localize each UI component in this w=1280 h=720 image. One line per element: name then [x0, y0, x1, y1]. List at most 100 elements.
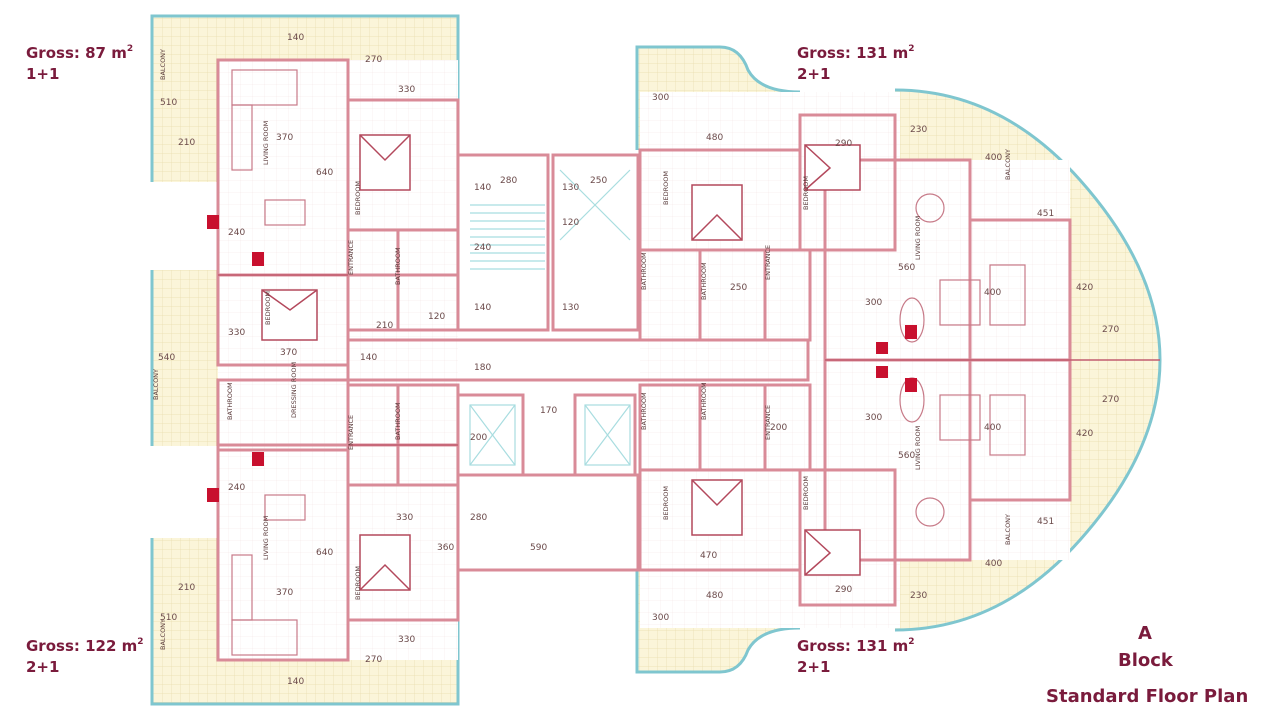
dim-510-sw: 510 — [160, 613, 177, 623]
room-bath-ne: BATHROOM — [700, 262, 708, 300]
dim-560-se: 560 — [898, 451, 915, 461]
dim-140-sw: 140 — [287, 677, 304, 687]
room-bath-ne2: BATHROOM — [640, 252, 648, 290]
dim-240-stair: 240 — [474, 243, 491, 253]
balcony-w — [152, 270, 218, 446]
dim-210-nw: 210 — [178, 138, 195, 148]
unit-ne-type: 2+1 — [797, 65, 831, 83]
dim-200-core: 200 — [470, 433, 487, 443]
room-balcony-se: BALCONY — [1004, 514, 1012, 545]
dim-400-se: 400 — [985, 559, 1002, 569]
dim-420-ne: 420 — [1076, 283, 1093, 293]
dim-280-core: 280 — [470, 513, 487, 523]
room-entrance-sw: ENTRANCE — [347, 415, 355, 450]
dim-140-nw: 140 — [287, 33, 304, 43]
dim-290-ne: 290 — [835, 139, 852, 149]
unit-ne-gross: Gross: 131 m2 — [797, 44, 915, 62]
dim-290-se: 290 — [835, 585, 852, 595]
beds — [261, 134, 861, 591]
unit-se-gross: Gross: 131 m2 — [797, 637, 915, 655]
dim-300-ne-k: 300 — [865, 298, 882, 308]
room-living-ne: LIVING ROOM — [914, 216, 922, 260]
dim-270-sw: 270 — [365, 655, 382, 665]
room-entrance-se: ENTRANCE — [764, 405, 772, 440]
dim-200-se-b: 200 — [770, 423, 787, 433]
dim-140-c: 140 — [360, 353, 377, 363]
dim-330-sw: 330 — [398, 635, 415, 645]
dim-470-se: 470 — [700, 551, 717, 561]
dim-300-se-k: 300 — [865, 413, 882, 423]
unit-sw-type: 2+1 — [26, 658, 60, 676]
dim-140-stair: 140 — [474, 183, 491, 193]
dim-640-sw: 640 — [316, 548, 333, 558]
room-bedroom-ne2: BEDROOM — [802, 176, 810, 210]
dim-240-sw: 240 — [228, 483, 245, 493]
plan-title: Standard Floor Plan — [1046, 686, 1249, 707]
dim-330-w: 330 — [228, 328, 245, 338]
room-balcony-nw: BALCONY — [159, 49, 167, 80]
dim-420-se: 420 — [1076, 429, 1093, 439]
room-bedroom-nw: BEDROOM — [354, 181, 362, 215]
stairs — [469, 169, 631, 466]
room-bedroom-w: BEDROOM — [264, 291, 272, 325]
dim-370-sw: 370 — [276, 588, 293, 598]
room-entrance-nw: ENTRANCE — [347, 240, 355, 275]
dim-300-se: 300 — [652, 613, 669, 623]
unit-nw-type: 1+1 — [26, 65, 60, 83]
room-bath-sw: BATHROOM — [394, 402, 402, 440]
dim-540-w: 540 — [158, 353, 175, 363]
room-bedroom-se: BEDROOM — [662, 486, 670, 520]
dim-130-stair2: 130 — [562, 303, 579, 313]
dim-400-ne: 400 — [985, 153, 1002, 163]
dim-240-nw: 240 — [228, 228, 245, 238]
dim-130-stair: 130 — [562, 183, 579, 193]
dim-370-w: 370 — [280, 348, 297, 358]
dimension-labels: 140 270 330 510 210 370 640 240 370 540 … — [158, 33, 1119, 687]
dim-400-liv-ne: 400 — [984, 288, 1001, 298]
block-word: Block — [1118, 650, 1173, 671]
dim-451-se: 451 — [1037, 517, 1054, 527]
room-balcony-w: BALCONY — [152, 369, 160, 400]
dim-270-se: 270 — [1102, 395, 1119, 405]
dim-250-ne-b: 250 — [730, 283, 747, 293]
dim-640-nw: 640 — [316, 168, 333, 178]
dim-180-corr: 180 — [474, 363, 491, 373]
walls — [216, 58, 1072, 662]
room-labels: LIVING ROOM BEDROOM BALCONY LIVING ROOM … — [152, 49, 1012, 650]
room-balcony-ne: BALCONY — [1004, 149, 1012, 180]
dim-560-ne: 560 — [898, 263, 915, 273]
dim-451-ne: 451 — [1037, 209, 1054, 219]
room-bath-se2: BATHROOM — [640, 392, 648, 430]
unit-sw-gross: Gross: 122 m2 — [26, 637, 144, 655]
room-bath-se: BATHROOM — [700, 382, 708, 420]
dim-270-ne: 270 — [1102, 325, 1119, 335]
dim-330-bed-sw: 330 — [396, 513, 413, 523]
block-letter: A — [1138, 623, 1152, 644]
dim-120-stair: 120 — [562, 218, 579, 228]
room-bath-nw: BATHROOM — [394, 247, 402, 285]
dim-140-stair2: 140 — [474, 303, 491, 313]
dim-300-ne: 300 — [652, 93, 669, 103]
dim-120-nwb: 120 — [428, 312, 445, 322]
room-bath-w: BATHROOM — [226, 382, 234, 420]
room-living-sw: LIVING ROOM — [262, 516, 270, 560]
room-bedroom-se2: BEDROOM — [802, 476, 810, 510]
dim-510-nw: 510 — [160, 98, 177, 108]
dim-330-nw: 330 — [398, 85, 415, 95]
room-bedroom-sw: BEDROOM — [354, 566, 362, 600]
dim-170-core: 170 — [540, 406, 557, 416]
kitchen-appliances — [207, 215, 917, 502]
unit-se-type: 2+1 — [797, 658, 831, 676]
room-balcony-sw: BALCONY — [159, 619, 167, 650]
terrace-east — [895, 90, 1160, 630]
dim-370-nw: 370 — [276, 133, 293, 143]
walls-dark — [218, 274, 1160, 446]
dim-210-c: 210 — [376, 321, 393, 331]
room-bedroom-ne: BEDROOM — [662, 171, 670, 205]
room-living-se: LIVING ROOM — [914, 426, 922, 470]
dim-590-core: 590 — [530, 543, 547, 553]
unit-nw-gross: Gross: 87 m2 — [26, 44, 134, 62]
dim-250-stair: 250 — [590, 176, 607, 186]
dim-480-se: 480 — [706, 591, 723, 601]
